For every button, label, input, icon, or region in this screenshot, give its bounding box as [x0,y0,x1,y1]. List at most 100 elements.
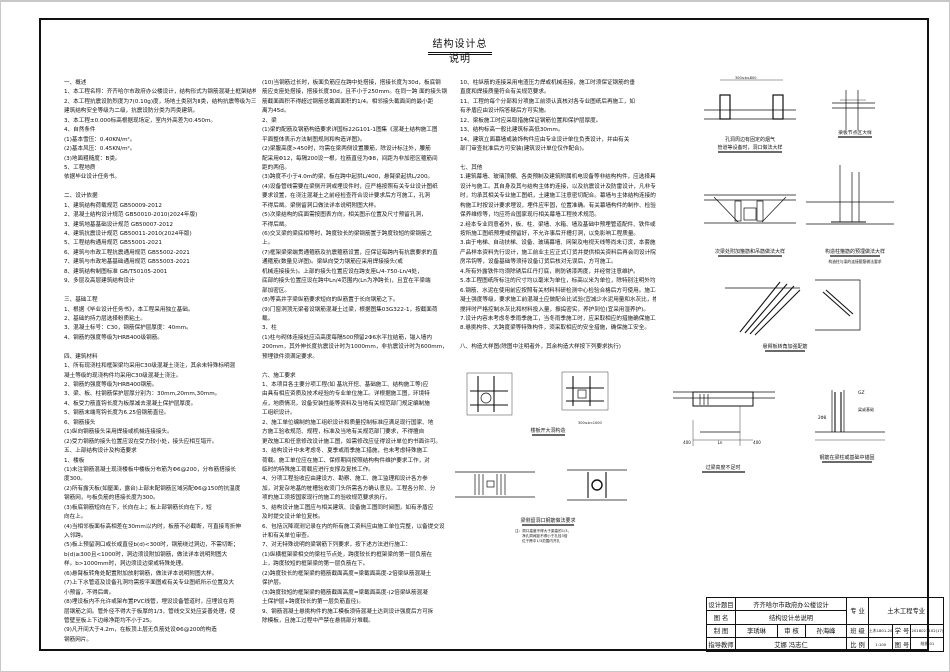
scale-label: 比 例 [846,637,869,652]
detail-slab-opening: 300≤b<1000 楼板开大洞构造 [466,371,609,436]
note-line: 有矛盾应由设计院答疑后方可实施。 [460,108,550,115]
major-value: 土木工程专业 [867,597,945,625]
note-line: 通箍筋(数量见详图)。梁纵向受力钢筋应采用焊接接头(或 [262,259,403,266]
note-line: 1、本工程名称：齐齐哈尔市政府办公楼设计，结构形式为钢筋混凝土框架结构。 [64,89,256,96]
note-line: 方施工验收规范、规程，标准及当地有关规范部门要求，不得擅自 [262,429,425,436]
note-line: 2、施工单位编制的施工组织设计和质量控制标准应满足现行国家、地 [262,419,434,426]
note-line: 13、结构标高一般比建筑标高低30mm。 [460,127,564,134]
note-line: (9)门窗洞顶无梁者设钢筋混凝土过梁，根据图集03G322-1，按截面荷 [262,306,438,313]
detail-anchor: GZ 梁或基础 2Φ8 钢筋在梁柱或基础中锚固 [815,390,885,463]
cantilever-corner-caption: 悬臂板转角加强配筋 [762,343,807,350]
note-line: 8、建筑结构制图标准 GB/T50105-2001 [64,268,168,275]
note-line: 6、包括沉降观测记录在内的所有施工资料应由施工单位完整，以备提交设 [262,523,445,530]
note-line: 离为45d。 [262,108,290,115]
note-line: 小预留，不得后凿。 [64,589,115,596]
note-line: 4、分项工程验收应由建设方、勘察、施工、施工监理和设计各方参 [262,476,428,483]
drawing-frame [39,18,929,651]
note-line: 2、本工程抗震设防烈度为7(0.10g)度，场地土类别为Ⅱ类，结构抗震等级为三级… [64,98,256,105]
note-line: (10)当钢筋过长时，板面负筋应在跨中处搭接，搭接长度为30d，板底钢 [262,80,441,86]
note-line: 更改施工和任意修改设计施工图，如需修改应征得设计单位的书面许可。 [262,438,442,445]
note-line: 加，对复杂地基的桩槽验收须门头所需各方确认意见。工程各分阶、分 [262,485,436,492]
tie-column-subcaption: 构造柱与梁的连接箍筋做法要求 [828,259,881,264]
note-line: 平面整体表示方法制图规则和构造详图》。 [262,136,366,143]
detail-tie-column: 构造柱箍筋的预埋做法大样 构造柱与梁的连接箍筋做法要求 [806,165,894,264]
note-line: 由具有相应资质及技术经验的专业单位施工。详根据施工图，环境特 [262,391,430,398]
note-line: 二、设计依据 [64,193,98,200]
reviewer-name: 孙海峰 [805,623,847,639]
note-line: 6、钢筋接头 [64,419,96,426]
note-line: (1)纵向钢筋接头采用焊接或机械连接接头。 [64,429,173,436]
lintel-dim-span: Ln [718,440,723,445]
note-line: (3)跨度较短的框架梁的箍筋截面高度=梁截面高度-(2倍梁纵筋混凝 [262,589,428,596]
student-no-label: 学 号 [892,623,912,639]
anchor-bar-label: 2Φ8 [818,415,827,420]
slab-node-caption: 梁板节点区大样 [838,129,872,136]
hole-pipe-caption: 孔洞周边有固定的烟气 [725,136,775,143]
note-line: 构施工时按设计要求埋设，埋件应牢固，位置准确。有关幕墙构件的制作、检验、安装施工… [460,202,656,209]
note-line: 要求设置，在浇注混凝土之前经检查符合设计要求后方可施工，孔洞 [262,193,430,200]
note-line: 房吊钩等，设备基础等须待设备订货后核对无误后，方可施工。 [460,259,617,266]
advisor-names: 艾娜 冯志仁 [735,637,847,652]
note-line: 部加密区。 [262,287,290,294]
advisor-label: 指导教师 [706,637,736,652]
note-line: (5)板上预留洞口或长或直径b(d)<300时，钢筋绕过洞边，不需切断； [64,542,239,549]
project-label: 设计题目 [706,596,736,612]
student-no-value: 2018027102(17) [910,623,945,639]
note-line: (4)当相邻板面标高相差在30mm以内时，板筋不必截断，可直接弯折伸 [64,523,241,530]
note-line: 7.设计内容未考虑冬季雨季施工，当冬雨季施工时，应采取相应的措施确保施工质量。 [460,315,656,322]
anchor-caption: 钢筋在梁柱或基础中锚固 [819,454,874,461]
note-line: (2)受力钢筋的接头位置应设在受力较小处，接头应相互错开。 [64,438,218,445]
note-line: (6)悬臂板转角处配置附加放射钢筋，做法详本说明附图大样。 [64,570,218,577]
note-line: 工组织设计。 [262,410,296,417]
note-line: 1、本项目各主要分项工程(如 基坑开挖、基础施工、结构施工等)应 [262,382,429,388]
note-line: 2.经本专业同意者外，板、柱、梁墙、水箱、墙及基础中预埋管道配件、铁件或预留孔洞… [460,221,656,228]
note-line: (3)跨度不小于4.0m的梁，板在跨中起拱L/400，悬臂梁起拱L/200。 [262,174,434,181]
note-line: 5.本工程图纸所标注的尺寸均以毫米为单位，标高以米为单位，除特别注明外均以现场放… [460,278,656,285]
note-line: (3)地面粗糙度：B类。 [64,155,121,162]
note-line: 2、梁 [262,117,277,124]
note-line: (2)梁腹高度>450时，均需在梁两侧设置腰筋，除设计标注外，腰筋 [262,146,431,153]
note-line: (7)框架梁梁端贯通箍筋及抗震箍筋设置，应保证每跨内有抗震要求的直 [262,249,438,256]
note-line: 产品样本资料先行设计，施工前业主应正式订货并提供相关资料后再会同设计院，电梯基坑… [460,249,656,256]
note-line: 设计与施工。其自身及其与结构主体的连接，以及抗震设计及防雷设计，凡非专业施工图纸… [460,183,656,190]
note-line: 直度和焊接质量符合有关规范要求。 [460,89,550,96]
note-line: 入邻跨。 [64,533,87,539]
note-line: 及时提交设计单位复核。 [262,514,324,521]
note-line: 1、楼板 [64,457,85,464]
note-line: 5、结构设计施工图应与相关建筑、设备施工图同时阅图，如有矛盾应 [262,504,434,511]
note-line: 预埋铁件须满足要求。 [262,353,318,360]
drawing-name-label: 图 名 [706,610,736,625]
note-line: 除模板，且施工过程中严禁在悬挑部分堆载。 [262,617,374,624]
note-line: 9、多层及高层建筑结构设计 [64,278,135,285]
note-line: 四、建筑材料 [64,353,98,360]
note-line: (6)交叉梁的梁底相等时，跨度较长的梁钢筋置于跨度较短的梁钢筋之 [262,231,433,237]
sheet-label: 图 号 [892,637,912,652]
sheet-number: 结施-01 [910,637,945,652]
note-line: 4.所有外露铁件均须除锈后红丹打底，刷防锈漆两度，并经常注意维护。 [460,268,639,275]
lintel-dim-left: 400 [683,440,691,445]
detail-beam-hanger: 次梁处附加箍筋和吊筋做法大样 [704,194,796,257]
note-line: 1.建筑幕墙、玻璃顶棚、各类预制及建筑附属机电设备等非结构构件，应选择具有相应资… [460,174,656,181]
drawing-name: 结构设计总说明 [735,610,847,625]
note-line: 底部的接头位置应设在跨中Ln/4范围内(Ln为净跨长)，且宜在平梁端 [262,278,431,285]
note-line: 搅拌时严格控制水灰比和材料投入量，振捣密实，养护到位(宜采用湿养护)。 [460,306,649,313]
note-line: 管壁至板上下边缘净距均不小于25。 [64,617,156,624]
detail-slab-node: 梁板节点区大样 [832,90,875,138]
note-line: 样。b>1000mm时，洞边须设边梁或特殊处理。 [64,561,187,568]
note-line: 层钢筋之间。管外径不得大于板厚的1/3，管线交叉处应妥善处理，使 [64,608,236,615]
detail-beam-hole: 梁侧留洞口钢筋做法要求 注：洞口高度不得大于梁高的1/3， 净孔洞间距不得小于孔… [455,469,627,543]
reviewer-label: 审 核 [777,623,806,639]
note-line: 凝土强度等级，要求施工前混凝土应做配合比试验(宜减少水泥用量和水灰比，掺入合适的… [460,297,656,304]
note-line: 1、所有现浇柱和框架梁均采用C30级混凝土浇注，其余未特殊标明混 [64,363,236,370]
note-line: 10、柱纵筋的连接采用电渣压力焊或机械连接，施工时须保证钢筋的垂 [460,80,635,86]
note-line: b(d)≥300且<1000时，洞边须设附加钢筋，做法详本说明附图大 [64,551,228,558]
slab-opening-caption: 楼板开大洞构造 [530,427,565,434]
note-line: (9)凡开间大于4.2m，在板顶上层无负筋处设Φ6@200的构造 [64,627,217,634]
note-line: 保养维修等，均应符合国家现行相关幕墙工程技术规范。 [460,212,600,219]
note-line: 1、根据《毕业设计任务书》，本工程采用独立基础。 [64,306,194,313]
note-line: 度300。 [64,476,86,483]
detail-cantilever-corner: 悬臂板转角加强配筋 [725,279,861,352]
note-line: 时，均承其相关专业施工图纸，土建施工注意密切配合。幕墙与主体结构连接的预埋件，应… [460,193,656,200]
note-line: 距的两倍。 [262,164,290,171]
note-line: 5、钢筋末端弯钩长度为6.25倍钢筋直径。 [64,410,170,417]
